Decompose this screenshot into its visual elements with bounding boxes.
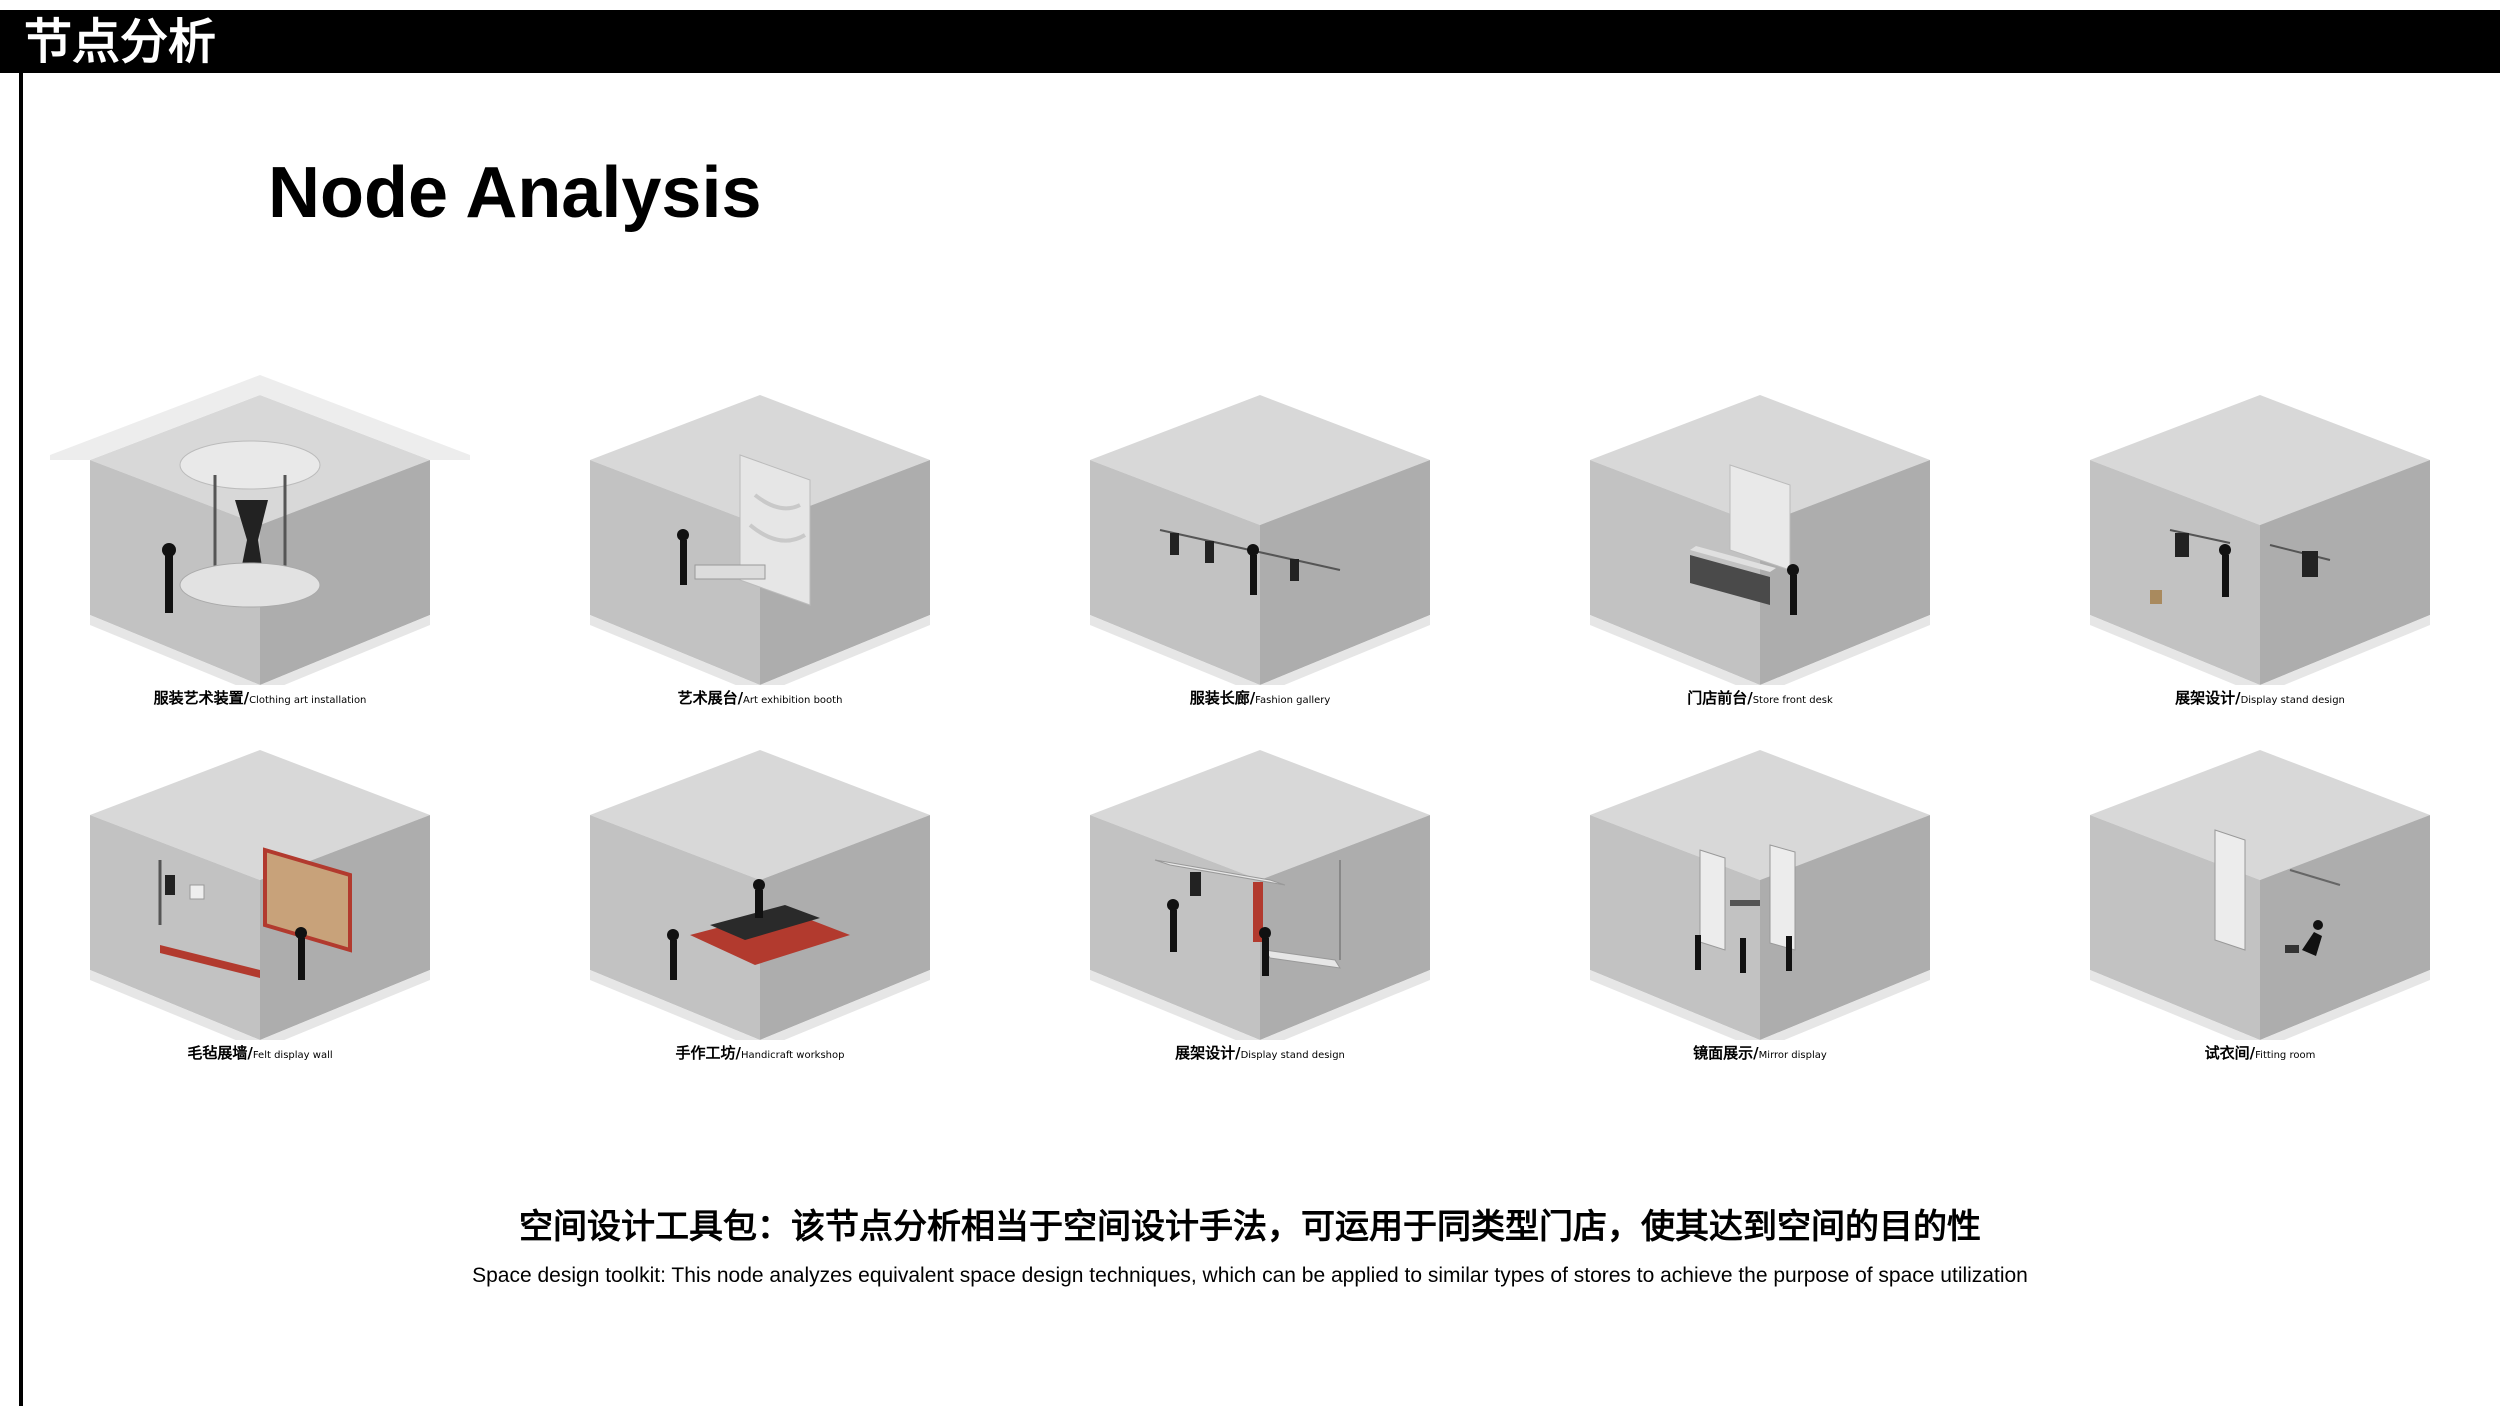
header-bar: 节点分析: [0, 10, 2500, 73]
node-card: 展架设计/Display stand design: [1040, 710, 1480, 1070]
node-caption-en: Felt display wall: [252, 1050, 333, 1061]
node-caption-cn: 试衣间/: [2204, 1044, 2256, 1062]
left-rule: [19, 73, 23, 1406]
node-card: 毛毡展墙/Felt display wall: [40, 710, 480, 1070]
node-caption-cn: 毛毡展墙/: [187, 1044, 253, 1062]
felt-display-wall-icon: [90, 750, 430, 1040]
node-caption: 镜面展示/Mirror display: [1540, 1042, 1980, 1063]
mirror-display-icon: [1590, 750, 1930, 1040]
display-stand-icon: [2090, 395, 2430, 685]
store-front-desk-icon: [1590, 395, 1930, 685]
node-card: 手作工坊/Handicraft workshop: [540, 710, 980, 1070]
node-caption-cn: 镜面展示/: [1693, 1044, 1759, 1062]
node-caption-cn: 展架设计/: [1175, 1044, 1241, 1062]
node-caption: 门店前台/Store front desk: [1540, 687, 1980, 708]
node-card: 门店前台/Store front desk: [1540, 355, 1980, 715]
summary-cn: 空间设计工具包：该节点分析相当于空间设计手法，可运用于同类型门店，使其达到空间的…: [519, 1207, 1981, 1247]
node-caption-cn: 艺术展台/: [677, 689, 744, 707]
header-title: 节点分析: [24, 14, 217, 70]
art-exhibition-booth-icon: [590, 395, 930, 685]
node-card: 试衣间/Fitting room: [2040, 710, 2480, 1070]
node-caption-en: Display stand design: [2240, 695, 2345, 706]
display-stand-icon: [1090, 750, 1430, 1040]
node-caption-en: Art exhibition booth: [743, 695, 843, 706]
node-caption-en: Clothing art installation: [249, 695, 367, 706]
node-caption-cn: 服装艺术装置/: [153, 689, 250, 707]
node-caption: 毛毡展墙/Felt display wall: [40, 1042, 480, 1063]
node-card: 展架设计/Display stand design: [2040, 355, 2480, 715]
node-caption: 展架设计/Display stand design: [2040, 687, 2480, 708]
page-heading: Node Analysis: [268, 153, 762, 233]
node-caption-en: Fashion gallery: [1255, 695, 1331, 706]
node-caption-cn: 手作工坊/: [675, 1044, 741, 1062]
node-caption-en: Fitting room: [2255, 1050, 2316, 1061]
node-card: 镜面展示/Mirror display: [1540, 710, 1980, 1070]
node-card: 服装长廊/Fashion gallery: [1040, 355, 1480, 715]
summary-en: Space design toolkit: This node analyzes…: [472, 1264, 2028, 1287]
node-caption-en: Mirror display: [1758, 1050, 1827, 1061]
node-caption-cn: 展架设计/: [2175, 689, 2241, 707]
fitting-room-icon: [2090, 750, 2430, 1040]
node-caption-cn: 服装长廊/: [1189, 689, 1256, 707]
node-caption: 试衣间/Fitting room: [2040, 1042, 2480, 1063]
fashion-gallery-icon: [1090, 395, 1430, 685]
handicraft-workshop-icon: [590, 750, 930, 1040]
node-card: 艺术展台/Art exhibition booth: [540, 355, 980, 715]
node-caption: 服装艺术装置/Clothing art installation: [40, 687, 480, 708]
node-card: 服装艺术装置/Clothing art installation: [40, 355, 480, 715]
node-caption-en: Store front desk: [1752, 695, 1833, 706]
node-caption-cn: 门店前台/: [1687, 689, 1753, 707]
node-caption: 手作工坊/Handicraft workshop: [540, 1042, 980, 1063]
node-caption-en: Display stand design: [1240, 1050, 1345, 1061]
clothing-art-installation-icon: [50, 375, 470, 685]
node-caption: 服装长廊/Fashion gallery: [1040, 687, 1480, 708]
node-caption-en: Handicraft workshop: [740, 1050, 845, 1061]
node-caption: 艺术展台/Art exhibition booth: [540, 687, 980, 708]
node-caption: 展架设计/Display stand design: [1040, 1042, 1480, 1063]
